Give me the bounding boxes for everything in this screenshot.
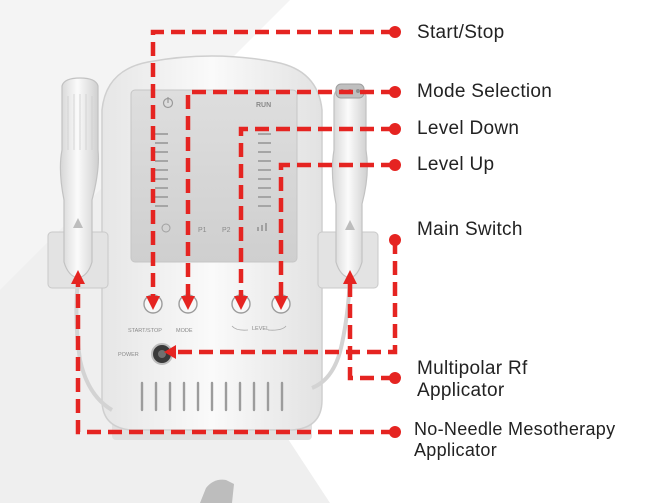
start-stop-caption: START/STOP [128,328,162,334]
mode-p1-label: P1 [198,227,207,234]
mesotherapy-label-line2: Applicator [414,440,498,460]
main-switch-label: Main Switch [417,219,523,240]
level-bars-left [155,133,168,207]
level-bars-right [258,133,271,207]
signal-icon [257,223,267,231]
multipolar-rf-label-line2: Applicator [417,380,505,401]
mode-selection-label: Mode Selection [417,81,553,102]
mesotherapy-label-line1: No-Needle Mesotherapy [414,419,616,439]
mode-p2-label: P2 [222,227,231,234]
mode-caption: MODE [176,328,193,334]
start-stop-label: Start/Stop [417,22,505,43]
right-cable [311,277,352,390]
level-caption: LEVEL [252,326,269,332]
panel-status-icon [161,223,171,233]
ventilation-grille [140,381,284,412]
level-up-label: Level Up [417,154,495,175]
multipolar-rf-label-line1: Multipolar Rf [417,358,528,379]
mesotherapy-handpiece [59,77,99,279]
spare-handpiece [200,479,234,503]
run-label: RUN [256,102,271,109]
level-down-label: Level Down [417,118,520,139]
power-caption: POWER [118,352,139,358]
